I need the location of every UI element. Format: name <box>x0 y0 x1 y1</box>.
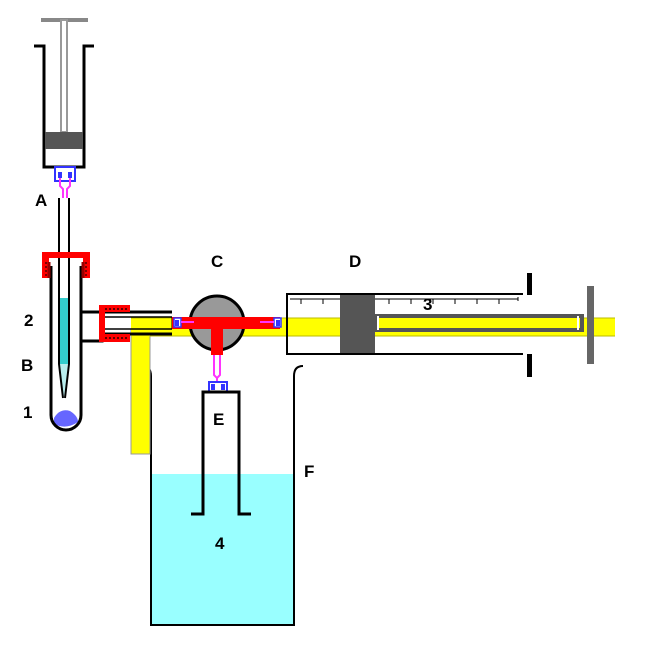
valve-channel-vertical <box>211 323 223 355</box>
label-4: 4 <box>215 534 225 553</box>
label-b: B <box>21 356 33 375</box>
flange-bottom <box>527 354 532 377</box>
tube-fluid-taper <box>59 364 68 398</box>
side-syringe-handle <box>587 286 594 364</box>
label-e: E <box>213 410 224 429</box>
label-1: 1 <box>23 403 32 422</box>
label-a: A <box>35 191 47 210</box>
beaker-water <box>151 474 294 625</box>
valve-channel-horizontal <box>172 317 280 329</box>
top-syringe <box>34 18 94 198</box>
side-syringe-barrel <box>286 293 523 355</box>
tube-fluid <box>59 298 68 364</box>
side-syringe-rod <box>373 314 584 332</box>
label-3: 3 <box>423 295 432 314</box>
side-syringe <box>286 273 594 377</box>
tube-liquid <box>54 410 78 427</box>
collection-tube-wall <box>191 390 251 516</box>
flange-top <box>527 273 532 295</box>
side-arm-cap <box>99 305 130 342</box>
test-tube <box>49 198 173 432</box>
side-syringe-piston <box>340 295 375 353</box>
beaker <box>141 365 304 626</box>
label-c: C <box>211 252 223 271</box>
plunger-rod <box>60 19 68 133</box>
valve <box>172 294 282 355</box>
label-2: 2 <box>24 311 33 330</box>
label-f: F <box>304 462 314 481</box>
tube-cap <box>42 252 90 278</box>
labels: A B C D E F 1 2 3 4 <box>21 191 432 553</box>
collection-tube <box>191 355 251 516</box>
label-d: D <box>349 252 361 271</box>
syringe-plunger <box>45 132 83 149</box>
tube-outer-wall <box>49 266 83 432</box>
scale-ticks <box>290 297 519 304</box>
